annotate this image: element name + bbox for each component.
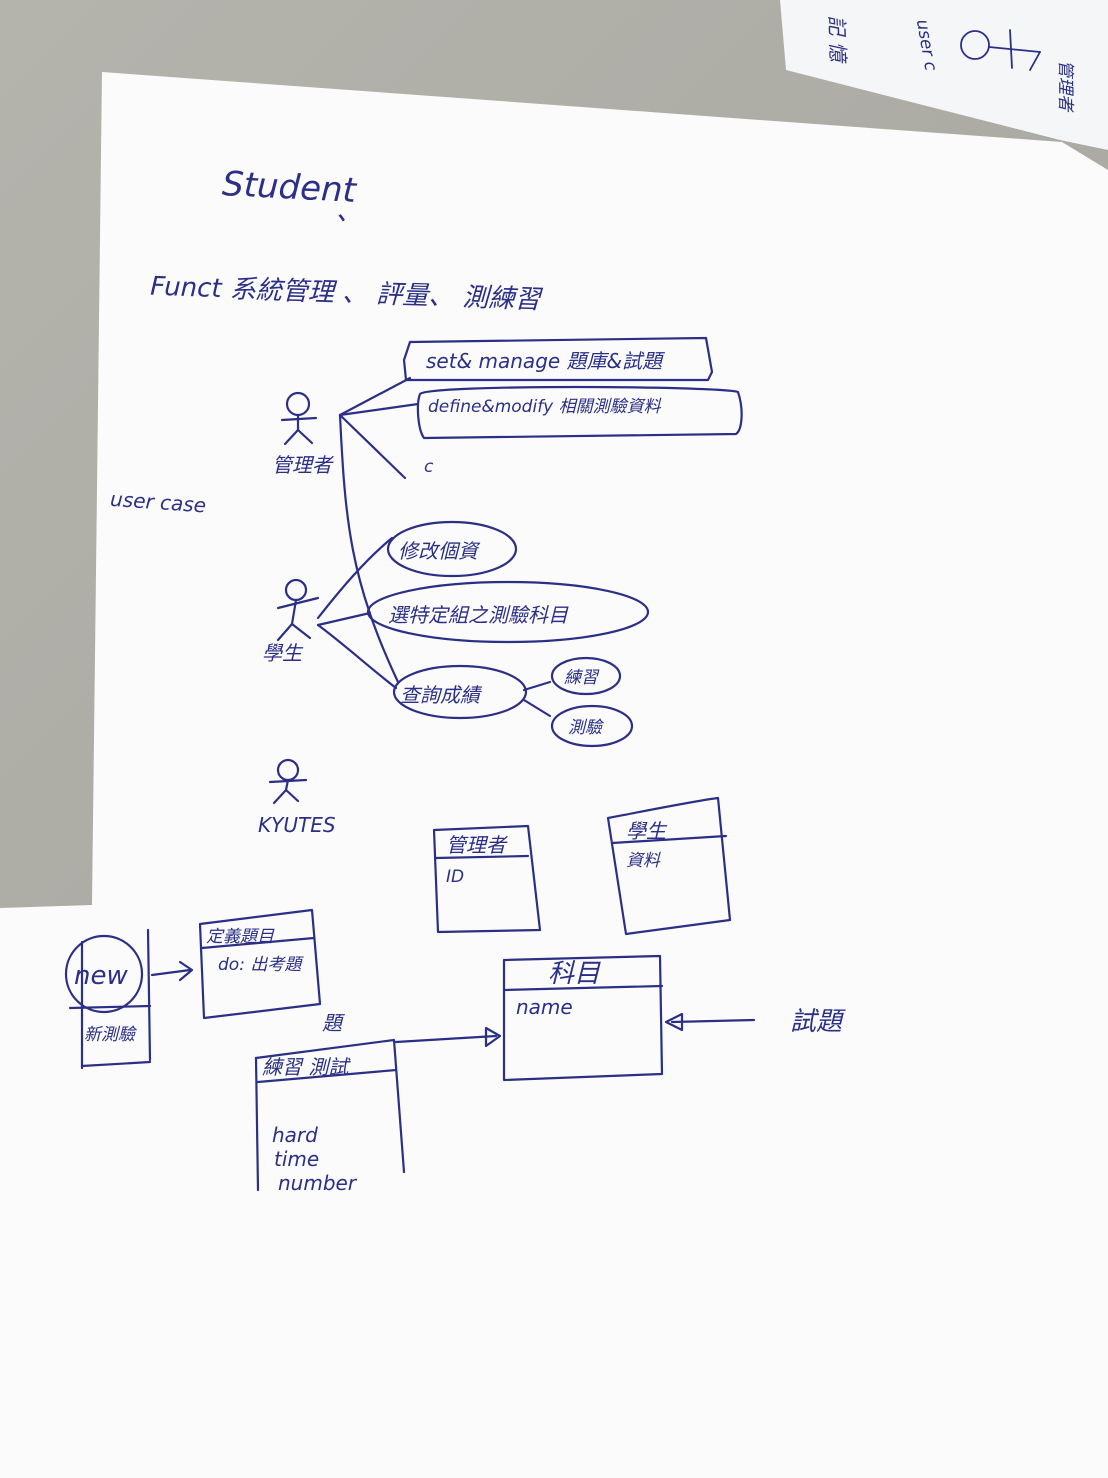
exam-to-subject-arrow: [664, 1012, 756, 1032]
class-practice-attr-0: hard: [272, 1123, 318, 1147]
class-practice-attr-2: number: [278, 1171, 358, 1195]
corner-note-left: 記 憶: [825, 15, 851, 65]
corner-actor-icon: [960, 29, 1041, 71]
third-actor-icon: [268, 758, 308, 805]
class-student: 學生 資料: [606, 796, 732, 936]
use-case-query-score-label: 查詢成績: [400, 683, 483, 707]
use-case-exam-label: 測驗: [568, 718, 604, 738]
new-to-custom-arrow: [150, 960, 194, 982]
admin-line-3: [338, 413, 407, 480]
exam-label: 試題: [790, 1007, 846, 1037]
student-line-1: [316, 536, 394, 620]
use-case-set-manage-label: set& manage 題庫&試題: [426, 349, 665, 373]
class-custom-name: 定義題目: [206, 927, 275, 947]
use-case-choose-subject-label: 選特定組之測驗科目: [388, 603, 569, 627]
class-new: new 新測驗: [64, 928, 152, 1070]
page-title: Student: [221, 164, 358, 211]
class-new-attr: 新測驗: [84, 1025, 137, 1045]
score-to-exam-line: [522, 698, 552, 718]
class-student-attr: 資料: [626, 851, 661, 871]
use-case-edit-profile-label: 修改個資: [398, 539, 481, 563]
use-case-define-modify-label: define&modify 相關測驗資料: [428, 397, 662, 417]
class-practice-test: 練習 測試 hard time number: [254, 1038, 406, 1195]
class-practice-name: 練習 測試: [262, 1055, 351, 1079]
paper-sheet: [0, 72, 1108, 1478]
class-custom-question: 定義題目 do: 出考題: [198, 908, 322, 1020]
class-admin: 管理者 ID: [432, 824, 542, 934]
use-case-choose-subject: 選特定組之測驗科目: [366, 580, 650, 644]
student-actor-icon: [276, 578, 320, 642]
corner-note-paper: 記 憶 user c 管理者: [780, 0, 1108, 150]
use-case-edit-profile: 修改個資: [386, 520, 518, 578]
class-practice-attr-1: time: [274, 1147, 319, 1171]
use-case-set-manage: set& manage 題庫&試題: [402, 336, 714, 382]
class-subject-attr: name: [516, 995, 573, 1019]
use-case-practice: 練習: [550, 656, 622, 696]
corner-note-right: 管理者: [1055, 60, 1075, 113]
question-label: 題: [322, 1011, 345, 1035]
class-admin-attr: ID: [446, 867, 464, 887]
title-mark: 、: [336, 197, 362, 227]
use-case-query-score: 查詢成績: [392, 664, 528, 720]
score-to-practice-line: [522, 680, 552, 692]
student-actor-label: 學生: [262, 641, 304, 665]
use-case-practice-label: 練習: [564, 668, 600, 688]
class-admin-name: 管理者: [446, 833, 508, 857]
class-custom-attr: do: 出考題: [218, 955, 304, 975]
admin-line-1: [338, 376, 412, 417]
admin-to-score-line: [338, 413, 400, 684]
student-line-3: [316, 623, 398, 690]
class-subject-name: 科目: [548, 959, 601, 989]
class-student-name: 學生: [626, 819, 668, 843]
use-case-define-modify: define&modify 相關測驗資料: [416, 385, 743, 440]
class-new-name: new: [74, 961, 128, 991]
use-case-c-label: c: [424, 457, 434, 477]
admin-actor-label: 管理者: [272, 453, 334, 477]
use-case-exam: 測驗: [550, 704, 634, 748]
student-line-2: [316, 611, 372, 627]
admin-line-2: [338, 402, 420, 417]
third-actor-label: KYUTES: [258, 813, 336, 837]
practice-to-subject-arrow: [394, 1026, 502, 1048]
admin-actor-icon: [280, 391, 318, 446]
class-subject: 科目 name: [502, 954, 664, 1082]
